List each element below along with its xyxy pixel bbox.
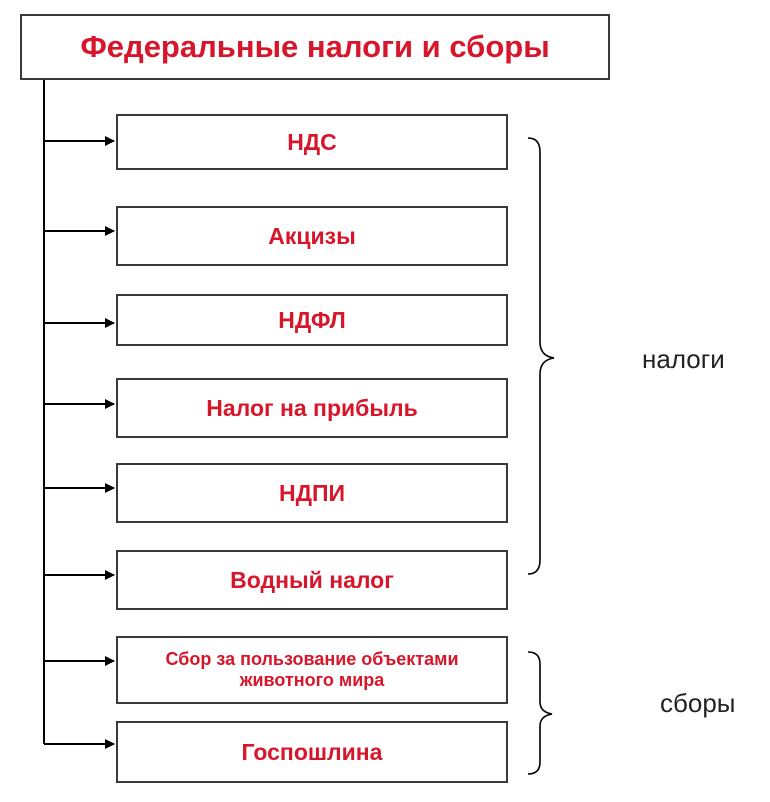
brace-fees (527, 651, 553, 775)
group-label-taxes: налоги (642, 344, 725, 374)
tax-box-vodny: Водный налог (116, 550, 508, 610)
brace-taxes (527, 137, 555, 575)
tax-box-nds: НДС (116, 114, 508, 170)
tax-box-akcizy: Акцизы (116, 206, 508, 266)
fee-box-gosposhlina: Госпошлина (116, 721, 508, 783)
tax-box-ndpi: НДПИ (116, 463, 508, 523)
fee-box-sbor: Сбор за пользование объектами животного … (116, 636, 508, 704)
group-label-fees: сборы (660, 688, 736, 718)
diagram-title: Федеральные налоги и сборы (20, 14, 610, 80)
tax-box-pribyl: Налог на прибыль (116, 378, 508, 438)
tax-box-ndfl: НДФЛ (116, 294, 508, 346)
